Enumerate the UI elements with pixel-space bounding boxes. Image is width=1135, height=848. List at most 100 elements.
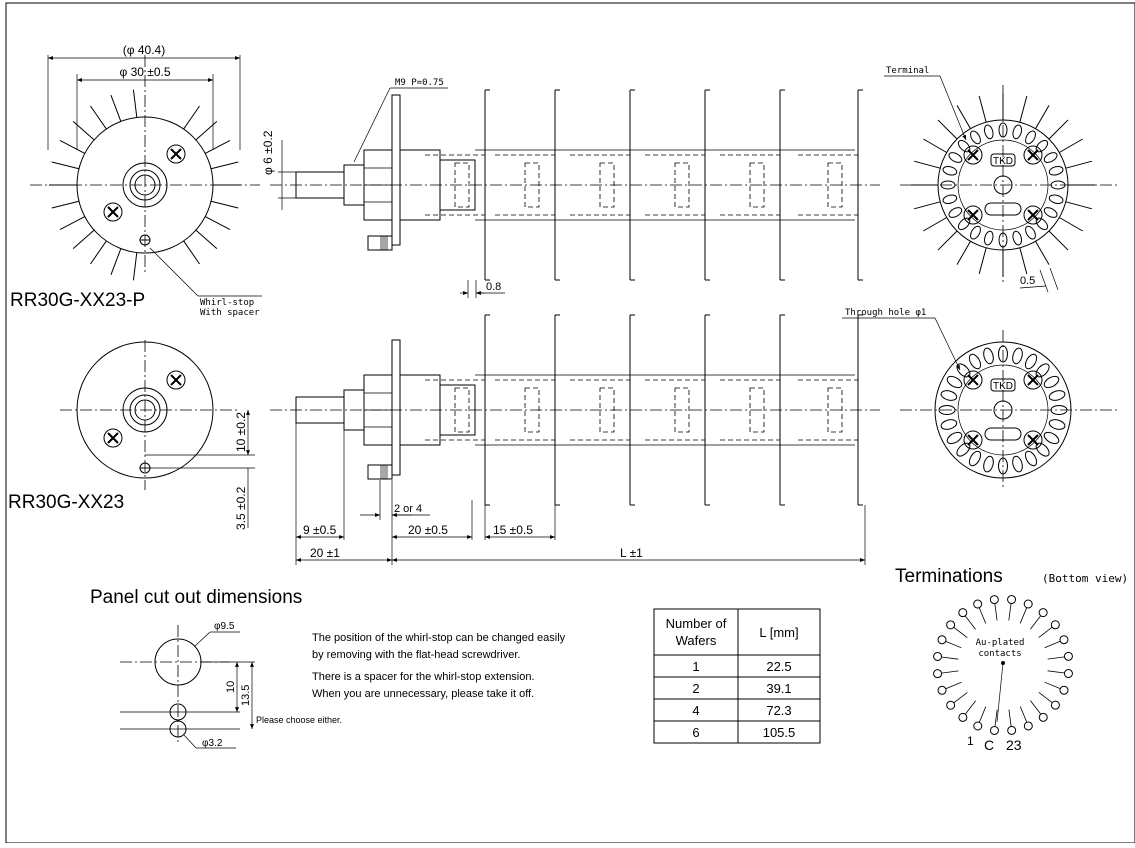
- terminal-slot: [940, 390, 958, 401]
- hole-large-dia: φ9.5: [214, 621, 235, 632]
- dim-2-or-4: 2 or 4: [394, 503, 422, 515]
- dim-10-panel: 10: [225, 681, 237, 693]
- terminal-pin: [973, 599, 983, 609]
- table-cell: 6: [692, 725, 699, 740]
- lug-line: [210, 200, 239, 209]
- lug-line: [1019, 96, 1028, 123]
- dim-outer-diameter: (φ 40.4): [123, 43, 165, 57]
- lug-line: [132, 252, 138, 281]
- lug-line: [1030, 700, 1042, 715]
- terminal-slot: [983, 124, 994, 140]
- terminal-slot: [1024, 450, 1038, 467]
- terminal-pin: [958, 608, 968, 618]
- lug-line: [1059, 138, 1083, 153]
- terminal-slot: [1048, 390, 1066, 401]
- lug-line: [978, 607, 987, 624]
- terminal-label: Terminal: [886, 66, 929, 76]
- note2-line2: When you are unnecessary, please take it…: [312, 688, 534, 700]
- lug-line: [210, 161, 239, 170]
- terminal-pin: [958, 712, 968, 722]
- lug-line: [1044, 681, 1061, 690]
- lug-line: [110, 95, 122, 122]
- terminal-pin: [1059, 685, 1069, 695]
- terminations-diagram: Terminations (Bottom view) Au-plated con…: [895, 566, 1128, 753]
- terminal-slot: [1012, 230, 1023, 246]
- front-view-top: (φ 40.4) φ 30 ±0.5 RR30G-XX23-P Whirl-st…: [10, 43, 262, 318]
- panel-title: Panel cut out dimensions: [90, 587, 302, 608]
- terminal-pin: [1050, 700, 1060, 710]
- terminal-pin: [946, 700, 956, 710]
- terminal-slot: [970, 225, 981, 240]
- terminal-slot: [968, 450, 982, 467]
- pin-c-label: C: [984, 737, 994, 753]
- dim-pitch: 0.5: [1020, 275, 1035, 287]
- lug-line: [59, 139, 86, 154]
- lug-line: [183, 240, 200, 265]
- lug-line: [204, 139, 231, 154]
- terminal-slot: [940, 419, 958, 430]
- terminal-slot: [1043, 375, 1060, 389]
- lug-line: [978, 706, 987, 723]
- lug-line: [1048, 119, 1069, 140]
- thread-label: M9 P=0.75: [395, 78, 444, 88]
- terminal-pin: [973, 721, 983, 731]
- lug-line: [1035, 241, 1050, 265]
- terminal-pin: [937, 635, 947, 645]
- lug-line: [1047, 656, 1065, 660]
- terminal-slot: [1043, 152, 1058, 163]
- lug-line: [1048, 230, 1069, 251]
- lug-line: [994, 709, 998, 727]
- lug-line: [72, 229, 95, 250]
- terminal-slot: [1025, 225, 1036, 240]
- dim-20-wafer: 20 ±0.5: [408, 523, 448, 537]
- terminal-slot: [1025, 130, 1036, 145]
- lug-line: [941, 670, 959, 674]
- pin-23-label: 23: [1006, 737, 1022, 753]
- lug-line: [941, 656, 959, 660]
- spacer-label: With spacer: [200, 308, 260, 318]
- wafer-length-table: Number of Wafers L [mm] 1 22.5 2 39.1 4 …: [653, 608, 821, 744]
- lug-line: [978, 247, 987, 274]
- dim-135-panel: 13.5: [240, 685, 252, 706]
- terminal-pin: [1063, 651, 1073, 661]
- terminal-slot: [998, 122, 1008, 138]
- table-header-wafers-1: Number of: [666, 616, 727, 631]
- au-label-2: contacts: [978, 649, 1021, 659]
- hole-small-dia: φ3.2: [202, 738, 223, 749]
- rear-view-bottom: TKD Through hole φ1: [842, 308, 1120, 490]
- lug-line: [90, 105, 107, 130]
- lug-line: [956, 241, 971, 265]
- lug-line: [195, 229, 218, 250]
- terminal-pin: [989, 725, 999, 735]
- lug-line: [59, 216, 86, 231]
- terminal-pin: [933, 651, 943, 661]
- terminations-title: Terminations: [895, 566, 1003, 587]
- terminal-slot: [942, 194, 958, 205]
- lug-line: [183, 105, 200, 130]
- terminal-slot: [968, 353, 982, 370]
- note1-line2: by removing with the flat-head screwdriv…: [312, 649, 520, 661]
- lug-line: [945, 640, 962, 649]
- terminal-slot: [948, 152, 963, 163]
- dim-whirl-stop-35: 3.5 ±0.2: [234, 486, 248, 530]
- lug-line: [132, 89, 138, 118]
- lug-line: [923, 138, 947, 153]
- terminal-pin: [1038, 712, 1048, 722]
- dim-plate-thickness: 0.8: [486, 281, 501, 293]
- lug-line: [110, 248, 122, 275]
- terminal-slot: [946, 375, 963, 389]
- lug-line: [1047, 670, 1065, 674]
- terminal-pin: [1007, 595, 1017, 605]
- dim-shaft-diameter: φ 6 ±0.2: [261, 130, 275, 175]
- lug-line: [51, 200, 80, 209]
- terminal-pin: [1050, 620, 1060, 630]
- lug-line: [937, 230, 958, 251]
- lug-line: [1019, 247, 1028, 274]
- sheet-border: [5, 2, 1135, 844]
- table-cell: 105.5: [763, 725, 796, 740]
- lug-line: [978, 96, 987, 123]
- terminal-slot: [1043, 207, 1058, 218]
- terminal-slot: [1050, 405, 1068, 415]
- au-label-1: Au-plated: [976, 638, 1025, 648]
